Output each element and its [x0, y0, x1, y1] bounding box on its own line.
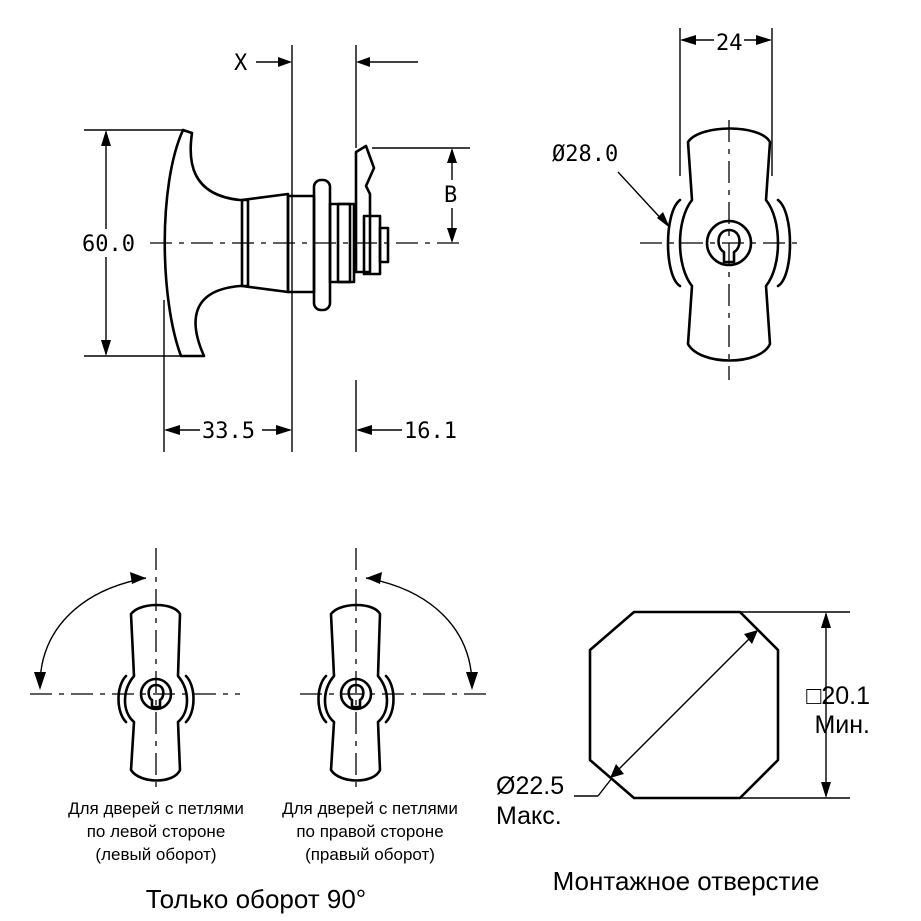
right-caption-1: Для дверей с петлями — [282, 799, 458, 818]
left-caption-1: Для дверей с петлями — [68, 799, 244, 818]
rotation-title: Только оборот 90° — [146, 884, 366, 914]
dim-body-depth: 16.1 — [404, 419, 457, 444]
keyhole-icon — [717, 228, 741, 264]
mounting-cutout-view: □20.1 Мин. Ø22.5 Макс. — [496, 610, 870, 830]
cutout-size-min: Мин. — [814, 711, 870, 739]
front-handle — [678, 127, 780, 362]
dim-x-label: X — [234, 51, 248, 76]
keyhole-left-icon — [147, 683, 165, 709]
front-view: 24 Ø28.0 — [552, 28, 800, 380]
dim-diameter: Ø28.0 — [552, 142, 618, 167]
shaft-end — [378, 226, 390, 264]
cutout-diag-max: Макс. — [496, 802, 562, 830]
cutout-diag: Ø22.5 — [496, 772, 564, 800]
left-caption-3: (левый оборот) — [95, 845, 216, 864]
front-body-circle — [666, 198, 792, 288]
side-view: X 60.0 B 33.5 16.1 — [80, 45, 470, 452]
right-caption-2: по правой стороне — [296, 822, 443, 841]
dim-handle-depth: 33.5 — [202, 419, 255, 444]
rotation-left-view: Для дверей с петлями по левой стороне (л… — [30, 548, 244, 864]
right-caption-3: (правый оборот) — [305, 845, 435, 864]
cutout-title: Монтажное отверстие — [553, 866, 820, 896]
left-caption-2: по левой стороне — [87, 822, 226, 841]
rotation-right-view: Для дверей с петлями по правой стороне (… — [282, 548, 490, 864]
dim-b-label: B — [444, 183, 457, 208]
cutout-size: □20.1 — [806, 682, 870, 710]
t-handle — [163, 128, 250, 358]
dim-width: 24 — [716, 31, 743, 56]
body-inner — [336, 202, 352, 284]
shaft-nut — [362, 214, 382, 276]
dim-height: 60.0 — [82, 232, 135, 257]
flange — [312, 178, 332, 312]
cam — [354, 144, 376, 274]
